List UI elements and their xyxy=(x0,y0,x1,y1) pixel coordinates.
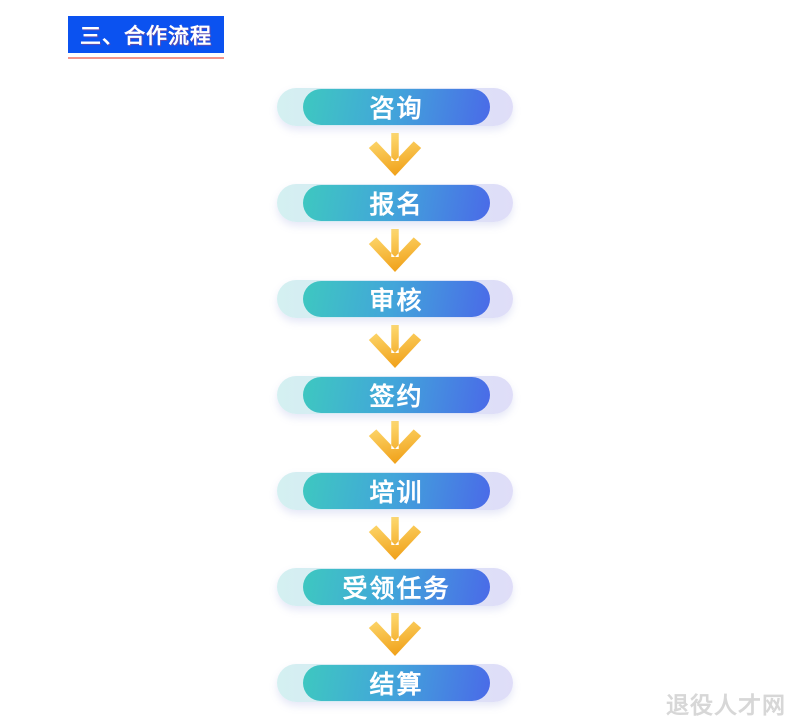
flow-step-7: 结算 xyxy=(277,664,513,702)
down-arrow-icon xyxy=(368,613,422,656)
flow-step-5: 培训 xyxy=(277,472,513,510)
flow-step-1-label: 咨询 xyxy=(303,89,490,125)
section-title-underline xyxy=(68,57,224,59)
flow-step-4-label: 签约 xyxy=(303,377,490,413)
down-arrow-icon xyxy=(368,517,422,560)
flow-step-4: 签约 xyxy=(277,376,513,414)
flow-step-6: 受领任务 xyxy=(277,568,513,606)
flow-step-2-label: 报名 xyxy=(303,185,490,221)
flow-step-7-label: 结算 xyxy=(303,665,490,701)
flow-chart: 咨询 报名 审核 签约 培训 xyxy=(277,88,513,702)
flow-step-1: 咨询 xyxy=(277,88,513,126)
down-arrow-icon xyxy=(368,325,422,368)
flow-step-3-label: 审核 xyxy=(303,281,490,317)
flow-step-6-label: 受领任务 xyxy=(303,569,490,605)
flow-step-5-label: 培训 xyxy=(303,473,490,509)
flow-step-2: 报名 xyxy=(277,184,513,222)
down-arrow-icon xyxy=(368,133,422,176)
section-title: 三、合作流程 xyxy=(68,16,224,53)
watermark: 退役人才网 xyxy=(666,692,786,718)
down-arrow-icon xyxy=(368,421,422,464)
flow-step-3: 审核 xyxy=(277,280,513,318)
down-arrow-icon xyxy=(368,229,422,272)
